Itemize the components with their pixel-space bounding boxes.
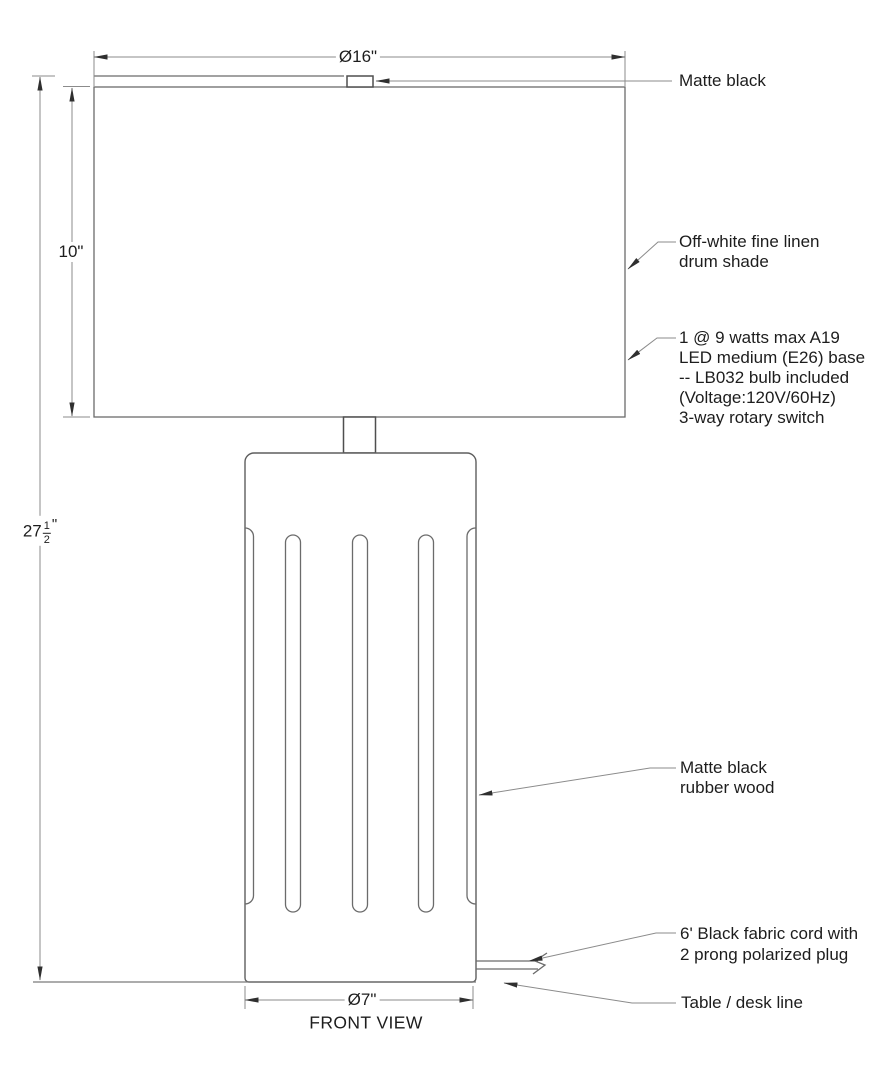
table-leader-line: [503, 982, 676, 1004]
shade-material-label: Off-white fine linen drum shade: [679, 232, 819, 272]
label-line: -- LB032 bulb included: [679, 368, 850, 387]
label-line: Matte black: [680, 758, 767, 777]
cord-break-symbol: [532, 952, 548, 975]
drum-shade-outline: [93, 86, 626, 418]
view-title: FRONT VIEW: [309, 1012, 423, 1033]
fraction-numerator: 1: [42, 519, 51, 534]
dimension-whole-number: 27: [22, 521, 42, 541]
body-material-label: Matte black rubber wood: [680, 758, 775, 798]
label-line: rubber wood: [680, 778, 775, 797]
label-line: 2 prong polarized plug: [680, 945, 849, 964]
finial-outline: [346, 75, 374, 88]
lamp-body-outline: [244, 452, 477, 983]
bulb-leader-line: [627, 337, 676, 361]
dimension-unit-mark: ": [51, 515, 58, 533]
flute-slot: [417, 534, 435, 913]
base-diameter-dimension-text: Ø7": [344, 990, 380, 1010]
body-flutes: [245, 527, 476, 913]
neck-outline: [342, 416, 377, 454]
label-line: drum shade: [679, 252, 769, 271]
label-line: Table / desk line: [681, 993, 803, 1012]
bulb-spec-label: 1 @ 9 watts max A19 LED medium (E26) bas…: [679, 328, 865, 428]
shade-height-dimension-text: 10": [55, 242, 87, 262]
cord-spec-label: 6' Black fabric cord with 2 prong polari…: [680, 923, 858, 965]
label-line: LED medium (E26) base: [679, 348, 866, 367]
table-line-label: Table / desk line: [681, 993, 803, 1013]
cord-leader-line: [528, 932, 676, 962]
shade-leader-line: [627, 241, 676, 270]
label-line: 3-way rotary switch: [679, 408, 825, 427]
label-line: Off-white fine linen: [679, 232, 820, 251]
label-line: Matte black: [679, 71, 766, 90]
label-line: 1 @ 9 watts max A19: [679, 328, 840, 347]
body-leader-line: [478, 767, 676, 796]
label-line: (Voltage:120V/60Hz): [679, 388, 836, 407]
flute-slot-right-edge: [466, 527, 476, 905]
label-line: 6' Black fabric cord with: [680, 924, 859, 943]
power-cord: [476, 952, 548, 975]
flute-slot-left-edge: [245, 527, 255, 905]
fraction-denominator: 2: [43, 533, 50, 546]
shade-diameter-dimension-text: Ø16": [335, 47, 381, 67]
finial-material-label: Matte black: [679, 71, 766, 91]
flute-slot: [284, 534, 302, 913]
flute-slot: [351, 534, 369, 913]
